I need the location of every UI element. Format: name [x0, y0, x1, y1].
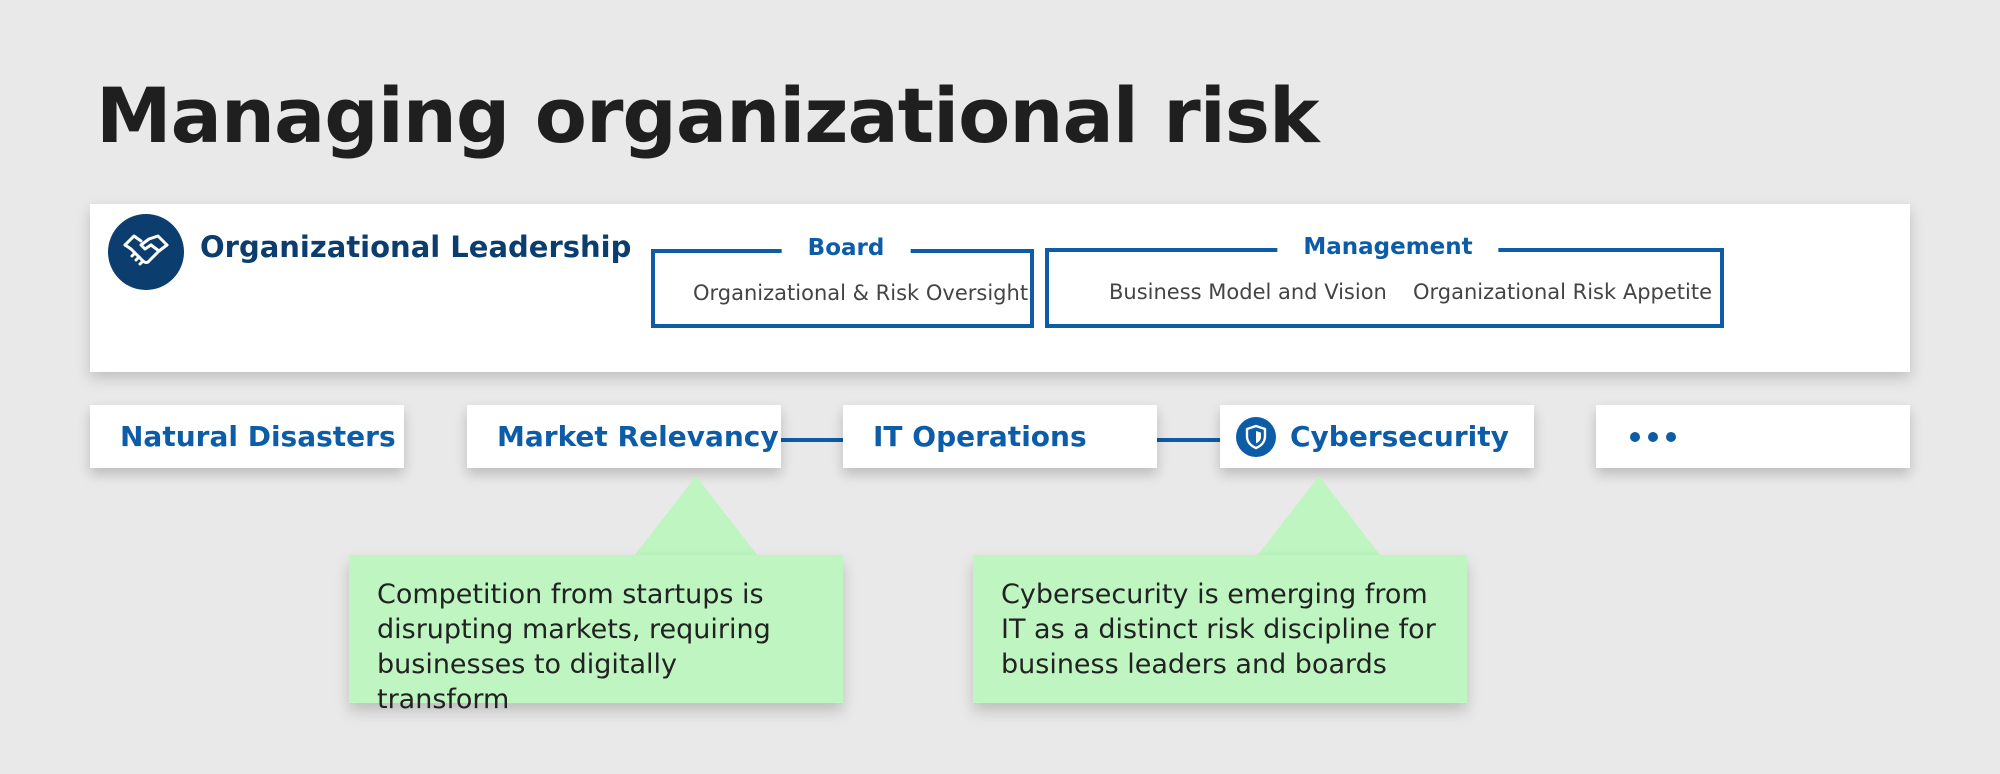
risk-label: Market Relevancy [497, 420, 779, 453]
board-box: Board Organizational & Risk Oversight [651, 235, 1034, 328]
handshake-icon [108, 214, 184, 290]
board-label: Board [781, 235, 911, 261]
leadership-title: Organizational Leadership [200, 230, 632, 264]
risk-card-cybersecurity: Cybersecurity [1220, 405, 1534, 468]
board-item: Organizational & Risk Oversight [693, 281, 1029, 305]
risk-label: IT Operations [873, 420, 1087, 453]
callout-pointer [1257, 476, 1381, 556]
connector-line [1156, 438, 1220, 442]
risk-card-market-relevancy: Market Relevancy [467, 405, 781, 468]
connector-line [779, 438, 843, 442]
management-box: Management Business Model and Vision Org… [1045, 234, 1724, 328]
risk-card-it-operations: IT Operations [843, 405, 1157, 468]
management-label: Management [1277, 234, 1499, 260]
callout-cybersecurity: Cybersecurity is emerging from IT as a d… [973, 555, 1467, 703]
page-title: Managing organizational risk [96, 71, 1320, 160]
management-item: Business Model and Vision [1109, 280, 1387, 304]
shield-icon [1236, 416, 1276, 457]
risk-card-more [1596, 405, 1910, 468]
risk-label: Cybersecurity [1290, 420, 1509, 453]
callout-market-relevancy: Competition from startups is disrupting … [349, 555, 843, 715]
risk-label: Natural Disasters [120, 420, 396, 453]
management-item: Organizational Risk Appetite [1413, 280, 1713, 304]
callout-pointer [634, 476, 758, 556]
ellipsis-icon [1630, 431, 1676, 442]
risk-card-natural-disasters: Natural Disasters [90, 405, 404, 468]
